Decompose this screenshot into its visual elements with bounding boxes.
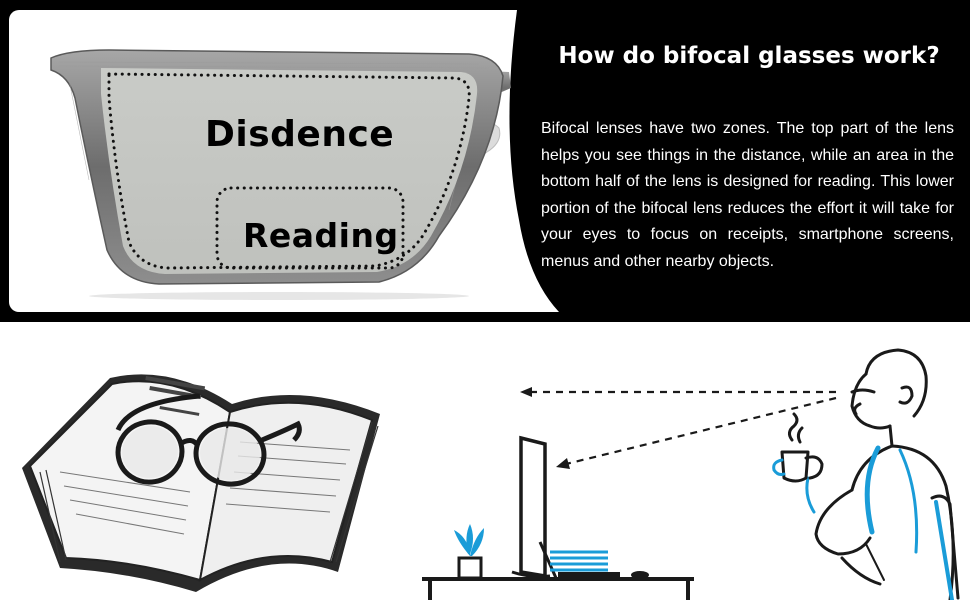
person-drinking-coffee-illustration xyxy=(772,348,960,600)
info-title: How do bifocal glasses work? xyxy=(558,43,940,69)
distance-zone-label: Disdence xyxy=(205,114,395,155)
open-book-illustration xyxy=(22,374,380,592)
usage-artwork xyxy=(22,348,960,600)
sight-line-arrows xyxy=(520,387,837,469)
usage-illustration xyxy=(0,322,970,600)
info-banner: Disdence Reading How do bifocal glasses … xyxy=(0,0,970,322)
desk-monitor-illustration xyxy=(422,435,694,600)
info-body: Bifocal lenses have two zones. The top p… xyxy=(541,120,954,270)
glasses-lens-illustration: Disdence Reading xyxy=(9,10,569,312)
reading-zone-label: Reading xyxy=(243,216,399,255)
lens-artwork xyxy=(9,10,559,312)
